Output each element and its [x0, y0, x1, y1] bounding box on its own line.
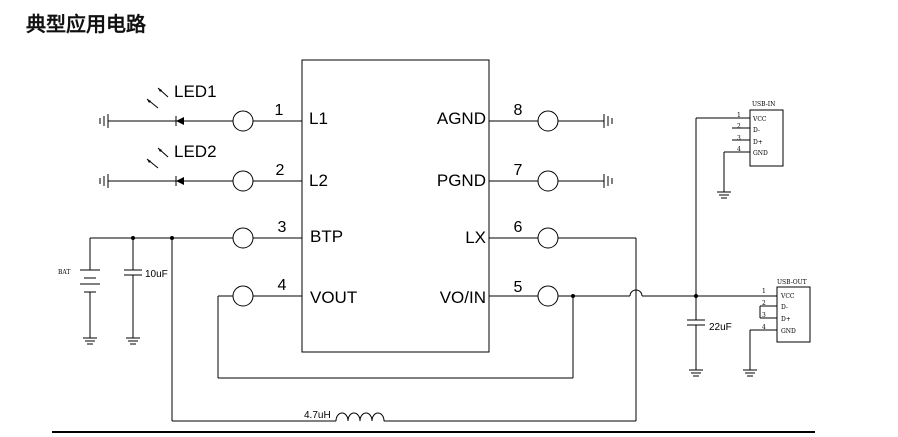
ground-icon [603, 114, 613, 128]
usb-out-label: USB-OUT [777, 279, 807, 286]
pin-8-name: AGND [437, 109, 486, 128]
capacitor-10uf-label: 10uF [145, 269, 168, 280]
usb-out-pin-2: 2 [762, 300, 766, 307]
usb-out-signal-dm: D- [781, 304, 788, 311]
pin-2: 2 L2 [232, 162, 328, 192]
pin-1: 1 L1 [232, 102, 328, 132]
ic-body [301, 59, 490, 353]
pin-1-pad [232, 110, 254, 132]
pin-6: 6 LX [465, 219, 559, 249]
ground-icon [99, 114, 109, 128]
pin-8: 8 AGND [437, 102, 559, 132]
usb-in-pin-2: 2 [737, 123, 741, 130]
usb-in-signal-dm: D- [753, 127, 760, 134]
usb-in-pin-4: 4 [737, 146, 741, 153]
pin-4-pad [232, 285, 254, 307]
ground-icon [689, 369, 703, 377]
pin-1-number: 1 [275, 102, 284, 119]
pin-7-number: 7 [514, 162, 523, 179]
pin-7-name: PGND [437, 171, 486, 190]
pin-5-number: 5 [514, 279, 523, 296]
pin-5: 5 VO/IN [440, 279, 559, 307]
usb-in-signal-dp: D+ [753, 139, 763, 146]
pin-7-pad [537, 170, 559, 192]
usb-out-pin-4: 4 [762, 324, 766, 331]
usb-out-pin-3: 3 [762, 312, 766, 319]
led-1-label: LED1 [174, 82, 217, 101]
usb-out-pin-1: 1 [762, 288, 766, 295]
pin-7: 7 PGND [437, 162, 559, 192]
pin-5-name: VO/IN [440, 288, 486, 307]
battery-label: BAT [58, 269, 70, 276]
page-title: 典型应用电路 [26, 12, 146, 36]
ground-icon [83, 337, 97, 345]
capacitor-22uf: 22uF [687, 296, 732, 370]
pin-6-pad [537, 227, 559, 249]
pin-3: 3 BTP [232, 219, 343, 249]
ground-icon [603, 174, 613, 188]
usb-in-pin-1: 1 [737, 112, 741, 119]
capacitor-22uf-label: 22uF [709, 322, 732, 333]
battery: BAT [58, 238, 100, 338]
pin-6-number: 6 [514, 219, 523, 236]
usb-in-label: USB-IN [752, 101, 775, 108]
pin-4: 4 VOUT [232, 277, 357, 307]
pin-3-number: 3 [278, 219, 287, 236]
inductor-label: 4.7uH [304, 410, 331, 421]
usb-out-connector: USB-OUT 1 2 3 4 VCC D- D+ GND [749, 279, 811, 370]
pin-8-number: 8 [514, 102, 523, 119]
pin-2-number: 2 [276, 162, 285, 179]
usb-in-signal-vcc: VCC [752, 116, 767, 123]
pin-2-pad [232, 170, 254, 192]
pin-3-name: BTP [310, 227, 343, 246]
pin-4-number: 4 [278, 277, 287, 294]
ground-icon [126, 337, 140, 345]
ground-icon [743, 369, 757, 377]
pin-3-pad [232, 227, 254, 249]
usb-in-pin-3: 3 [737, 135, 741, 142]
usb-in-connector: USB-IN 1 2 3 4 VCC D- D+ GND [723, 101, 784, 192]
ground-icon [717, 191, 731, 199]
inductor: 4.7uH [304, 410, 385, 422]
ground-icon [99, 174, 109, 188]
pin-4-name: VOUT [310, 288, 357, 307]
usb-out-signal-dp: D+ [781, 316, 791, 323]
led-2-label: LED2 [174, 142, 217, 161]
usb-out-signal-gnd: GND [781, 328, 796, 335]
led-1: LED1 [108, 82, 233, 126]
pin-6-name: LX [465, 228, 486, 247]
pin-5-pad [537, 285, 559, 307]
usb-in-signal-gnd: GND [753, 150, 768, 157]
pin-1-name: L1 [309, 109, 328, 128]
pin-2-name: L2 [309, 171, 328, 190]
led-2: LED2 [108, 142, 233, 186]
pin-8-pad [537, 110, 559, 132]
usb-out-signal-vcc: VCC [780, 293, 795, 300]
capacitor-10uf: 10uF [124, 238, 168, 338]
